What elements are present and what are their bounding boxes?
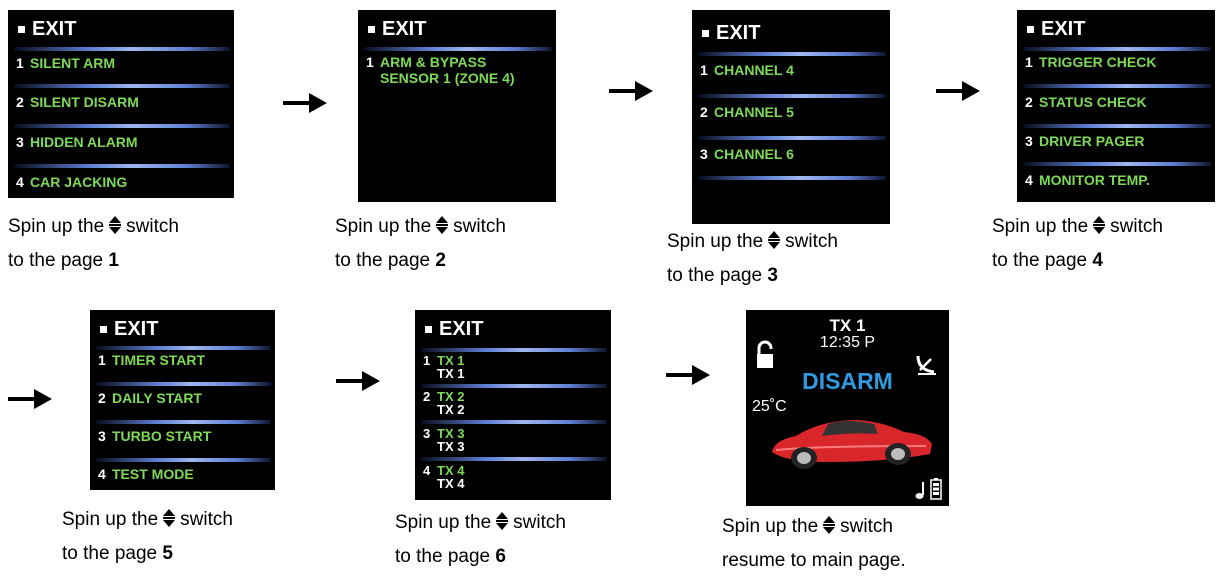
main-status-screen: TX 1 12:35 P DISARM 25˚C — [746, 310, 949, 506]
scroll-switch-icon — [768, 231, 781, 249]
transmitter-label: TX 1 — [829, 316, 866, 335]
scroll-switch-icon — [109, 216, 122, 234]
satellite-dish-icon — [916, 355, 936, 375]
scroll-switch-icon — [823, 516, 836, 534]
exit-bullet-icon — [1027, 26, 1034, 33]
exit-item[interactable]: EXIT — [100, 318, 158, 341]
exit-bullet-icon — [702, 30, 709, 37]
arrow-right-icon — [283, 93, 327, 113]
exit-item[interactable]: EXIT — [18, 18, 76, 41]
exit-bullet-icon — [425, 326, 432, 333]
exit-item[interactable]: EXIT — [425, 318, 483, 341]
alarm-status: DISARM — [802, 368, 893, 394]
exit-bullet-icon — [368, 26, 375, 33]
arrow-right-icon — [336, 371, 380, 391]
battery-icon — [930, 478, 942, 500]
arrow-right-icon — [8, 389, 52, 409]
temperature-readout: 25˚C — [752, 398, 787, 415]
arrow-right-icon — [936, 81, 980, 101]
scroll-switch-icon — [163, 509, 176, 527]
exit-item[interactable]: EXIT — [702, 22, 760, 45]
scroll-switch-icon — [496, 512, 509, 530]
exit-bullet-icon — [18, 26, 25, 33]
music-note-icon — [915, 482, 924, 499]
exit-bullet-icon — [100, 326, 107, 333]
scroll-switch-icon — [1093, 216, 1106, 234]
arrow-right-icon — [666, 365, 710, 385]
arrow-right-icon — [609, 81, 653, 101]
red-car-icon — [772, 420, 932, 469]
exit-item[interactable]: EXIT — [368, 18, 426, 41]
exit-label: EXIT — [32, 18, 77, 40]
exit-item[interactable]: EXIT — [1027, 18, 1085, 41]
scroll-switch-icon — [436, 216, 449, 234]
clock-time: 12:35 P — [819, 334, 876, 351]
unlocked-padlock-icon — [757, 340, 773, 368]
